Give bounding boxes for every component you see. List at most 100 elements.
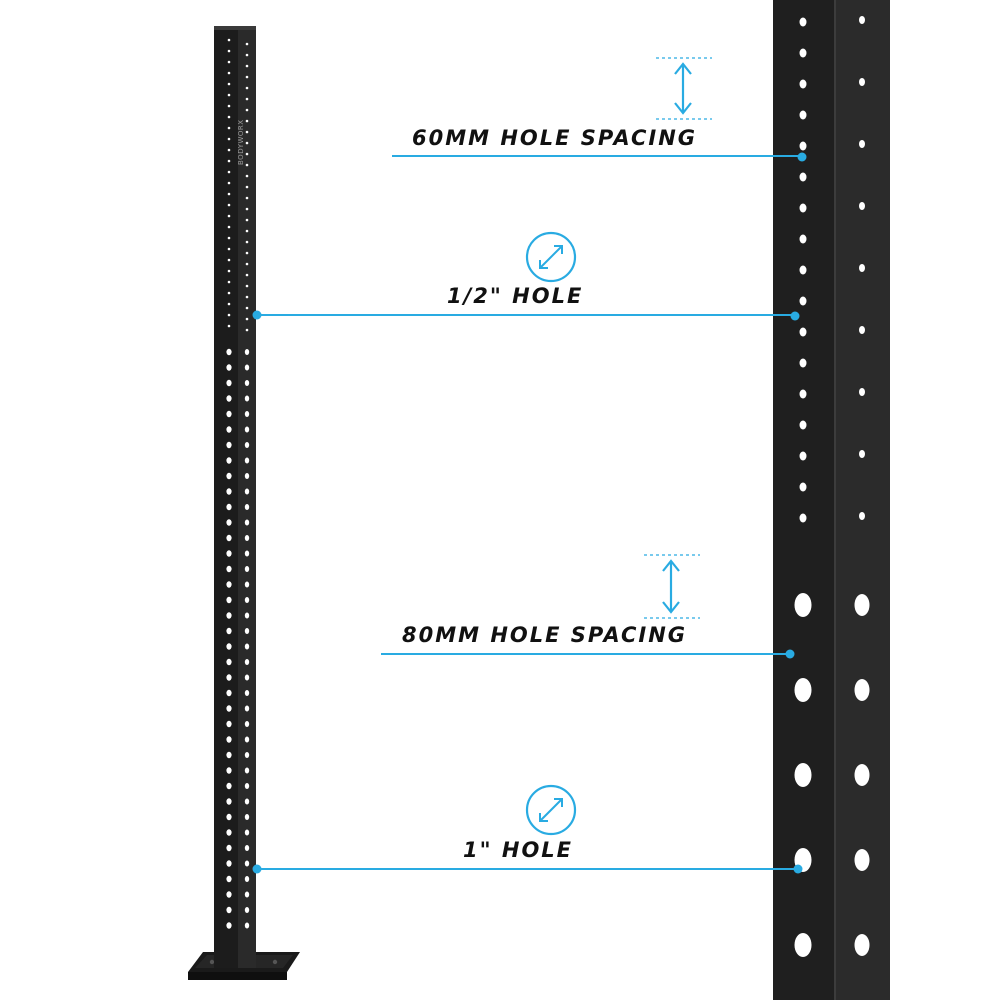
closeup-edge — [834, 0, 836, 1000]
small-hole — [227, 148, 231, 152]
large-hole — [226, 472, 232, 480]
large-hole — [226, 798, 232, 805]
small-hole — [799, 296, 807, 306]
small-hole — [227, 258, 231, 262]
small-hole — [859, 16, 865, 24]
small-hole — [245, 152, 249, 156]
hole-spacing-80mm-label: 80MM HOLE SPACING — [402, 623, 688, 647]
small-hole — [227, 225, 231, 229]
leader-dot — [793, 864, 803, 874]
large-hole — [226, 348, 232, 356]
small-hole — [859, 202, 865, 210]
large-hole — [226, 891, 232, 898]
small-hole — [227, 302, 231, 306]
leader-dot — [252, 310, 262, 320]
large-hole — [244, 798, 250, 805]
large-hole — [244, 581, 250, 588]
small-hole — [227, 280, 231, 284]
small-hole — [227, 214, 231, 218]
small-hole — [227, 93, 231, 97]
brand-text: BODYWORX — [237, 119, 245, 165]
small-hole — [245, 64, 249, 68]
large-hole — [226, 457, 232, 464]
large-hole — [244, 690, 250, 696]
small-hole — [245, 86, 249, 90]
double-arrow-vertical-icon — [674, 62, 692, 115]
large-hole — [244, 628, 250, 634]
large-hole — [244, 721, 250, 727]
leader-dot — [790, 311, 800, 321]
leader-dot — [797, 152, 807, 162]
large-hole — [854, 594, 870, 616]
large-hole — [226, 860, 232, 867]
small-hole — [799, 327, 807, 337]
small-hole — [227, 313, 231, 317]
small-hole — [859, 388, 865, 396]
small-hole — [227, 60, 231, 64]
large-hole — [244, 922, 250, 929]
diagonal-resize-icon — [525, 784, 577, 836]
small-hole — [245, 295, 249, 299]
small-hole — [245, 207, 249, 211]
large-hole — [226, 689, 232, 697]
large-hole — [244, 643, 250, 650]
small-hole — [227, 324, 231, 328]
leader-dot — [252, 864, 262, 874]
small-hole — [227, 137, 231, 141]
large-hole — [226, 658, 232, 666]
large-hole — [794, 593, 812, 617]
small-hole — [245, 218, 249, 222]
small-hole — [245, 53, 249, 57]
large-hole — [226, 441, 232, 449]
large-hole — [244, 705, 250, 712]
small-hole — [245, 328, 249, 332]
half-inch-hole-label: 1/2" HOLE — [447, 284, 584, 308]
large-hole — [244, 442, 250, 448]
small-hole — [227, 291, 231, 295]
large-hole — [244, 876, 250, 882]
large-hole — [226, 705, 232, 712]
small-hole — [227, 236, 231, 240]
small-hole — [799, 48, 807, 58]
base-plate-front — [188, 972, 287, 980]
small-hole — [227, 104, 231, 108]
large-hole — [226, 395, 232, 402]
closeup-large-holes — [794, 593, 870, 957]
small-hole — [245, 185, 249, 189]
upright-side-face — [238, 28, 256, 968]
small-hole — [799, 203, 807, 213]
brand-engraving: BODYWORX — [237, 95, 251, 185]
small-hole — [245, 317, 249, 321]
large-hole — [244, 752, 250, 758]
large-hole — [226, 565, 232, 573]
small-hole — [799, 110, 807, 120]
large-hole — [226, 612, 232, 619]
large-hole — [244, 488, 250, 495]
small-hole — [799, 482, 807, 492]
small-hole — [859, 326, 865, 334]
small-hole — [245, 262, 249, 266]
large-hole — [244, 829, 250, 836]
small-hole — [227, 49, 231, 53]
small-hole — [245, 163, 249, 167]
small-hole — [227, 269, 231, 273]
large-hole — [226, 767, 232, 774]
upright-front-face — [214, 28, 238, 968]
small-hole — [245, 284, 249, 288]
callout-80mm-spacing — [381, 554, 795, 659]
large-hole — [854, 679, 870, 701]
small-hole — [227, 82, 231, 86]
large-hole — [244, 550, 250, 557]
base-plate-bolt — [209, 959, 215, 965]
large-hole — [244, 674, 250, 681]
large-hole — [226, 813, 232, 821]
large-hole — [244, 814, 250, 820]
small-hole — [799, 420, 807, 430]
large-hole — [854, 849, 870, 871]
large-hole — [226, 364, 232, 371]
leader-dot — [785, 649, 795, 659]
small-hole — [227, 247, 231, 251]
small-hole — [245, 108, 249, 112]
large-hole — [226, 426, 232, 433]
small-hole — [227, 170, 231, 174]
